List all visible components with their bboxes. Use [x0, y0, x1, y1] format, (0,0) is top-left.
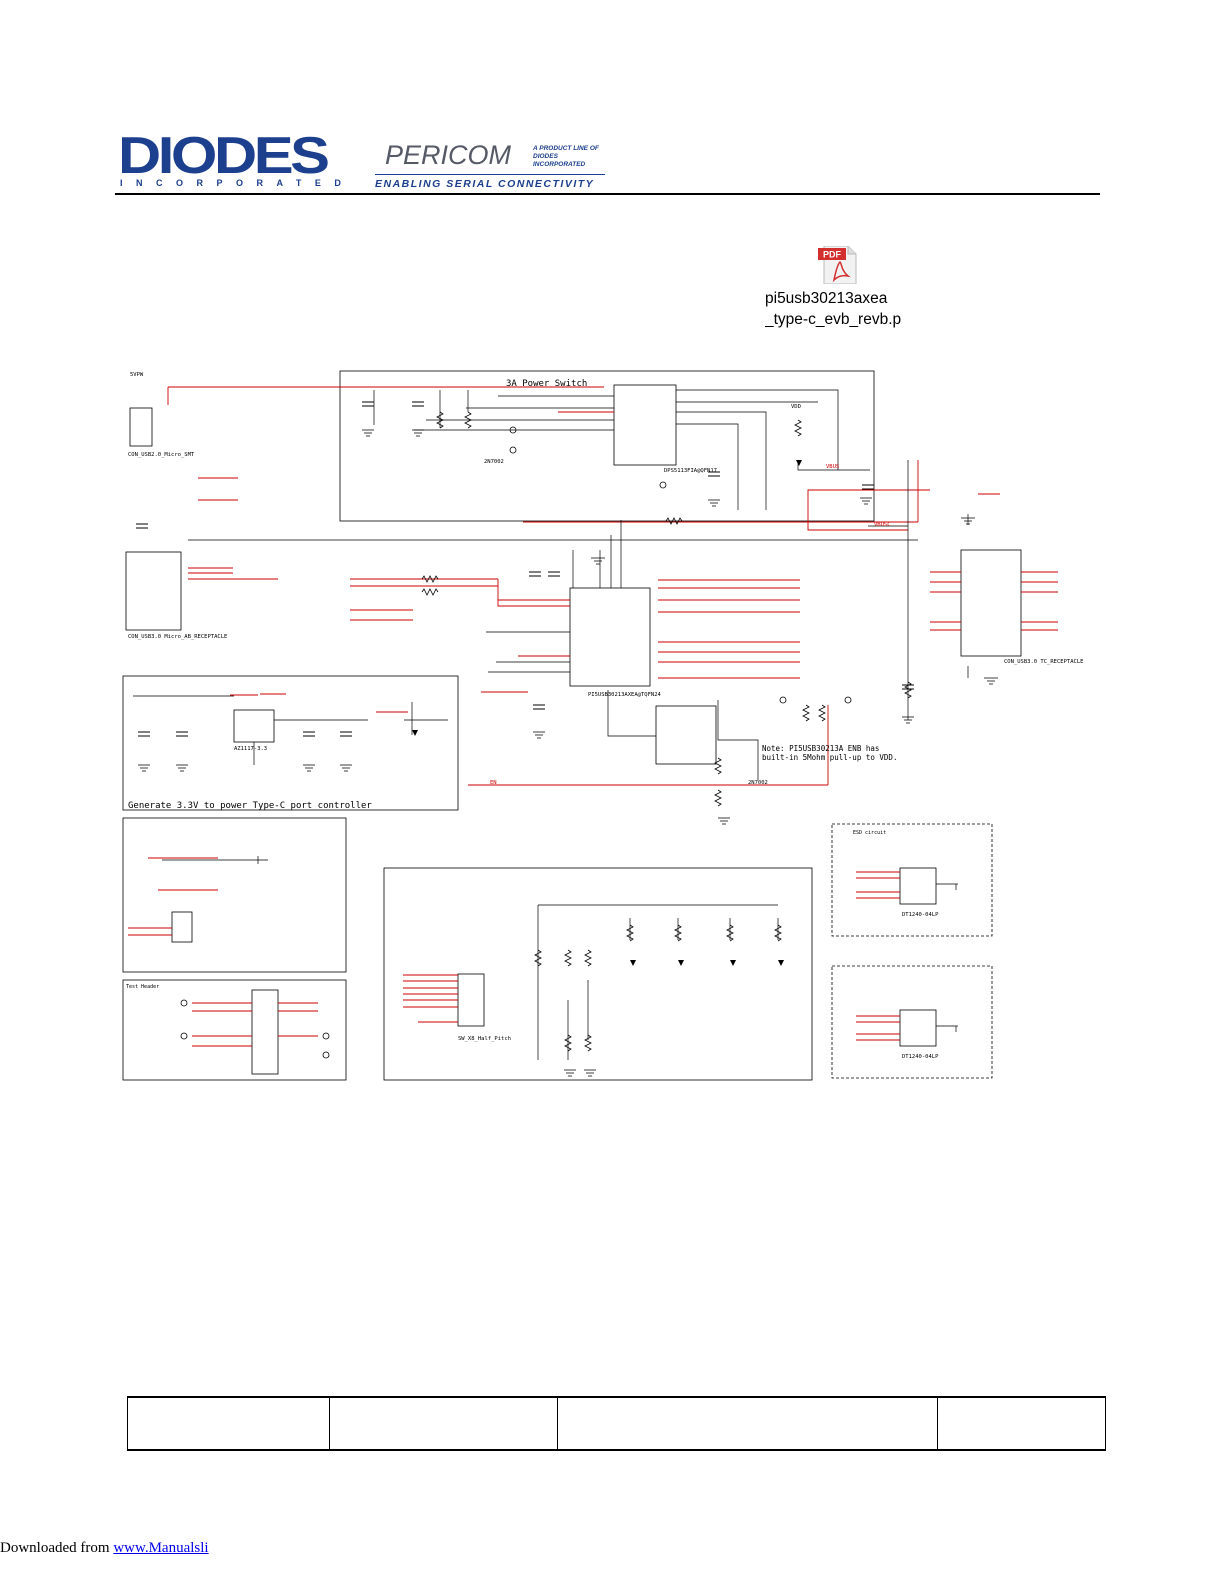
title-block-cell-3 [556, 1396, 939, 1451]
j4-part-label: CON_USB2.0_Micro_SMT [128, 452, 195, 458]
manualslib-link[interactable]: www.Manualsli [113, 1540, 209, 1556]
diodes-logo-subtitle: INCORPORATED [120, 178, 355, 188]
pericom-logo-tagline: ENABLING SERIAL CONNECTIVITY [375, 178, 595, 190]
pericom-logo: PERICOM A PRODUCT LINE OF DIODES INCORPO… [375, 140, 615, 190]
sw1-part-label: SW_X8_Half_Pitch [458, 1036, 511, 1042]
download-footer: Downloaded from www.Manualsli [0, 1540, 209, 1557]
power-switch-frame [339, 370, 875, 522]
footer-prefix: Downloaded from [0, 1540, 114, 1556]
enb-note-line2: built-in 5Mohm pull-up to VDD. [762, 753, 897, 762]
title-block-row [127, 1396, 1106, 1451]
schematic-drawing: 3A Power Switch Generate 3.3V to power T… [118, 360, 1108, 1090]
power-switch-title: 3A Power Switch [506, 379, 587, 389]
test-header-title: Test Header [126, 984, 159, 990]
switch-frame [383, 867, 813, 1081]
pdf-icon-label: PDF [823, 250, 842, 260]
title-block-cell-4 [937, 1396, 1106, 1451]
title-block-table [127, 1396, 1106, 1451]
u2-part-label: AZ1117-3.3 [234, 746, 267, 752]
q2-part-label: 2N7002 [748, 780, 768, 786]
vbus-label: VBUS [826, 464, 839, 470]
esd-frame-2 [831, 965, 993, 1079]
header-rule [115, 193, 1100, 195]
vbusc-label: VBUSC [874, 522, 891, 528]
regulator-frame [122, 675, 459, 811]
vdd-label: VDD [791, 404, 801, 410]
title-block-cell-1 [127, 1396, 330, 1451]
pdf-file-icon[interactable]: PDF [818, 245, 858, 285]
test-header-frame [122, 979, 347, 1081]
title-block-cell-2 [328, 1396, 558, 1451]
schematic-svg: 3A Power Switch Generate 3.3V to power T… [122, 370, 1083, 1081]
q1-part-label: 2N7002 [484, 459, 504, 465]
diodes-logo: DIODES INCORPORATED [118, 130, 348, 190]
j2-part-label: CON_USB3.0 Micro_AB_RECEPTACLE [128, 634, 227, 640]
pdf-file-name[interactable]: pi5usb30213axea _type-c_evb_revb.p [765, 288, 915, 330]
pericom-logo-word: PERICOM [385, 140, 512, 170]
esd-frame-1 [831, 823, 993, 937]
pdf-file-name-line1: pi5usb30213axea [765, 290, 888, 307]
pericom-logo-tag: A PRODUCT LINE OF DIODES INCORPORATED [533, 145, 599, 168]
u5-part-label: DT1240-04LP [902, 1054, 939, 1060]
5vpw-label: 5VPW [130, 372, 144, 378]
u4-part-label: DT1240-04LP [902, 912, 939, 918]
diodes-logo-word: DIODES [118, 127, 330, 185]
regulator-caption: Generate 3.3V to power Type-C port contr… [128, 801, 372, 811]
esd-title: ESD circuit [853, 830, 886, 836]
i2c-frame [122, 817, 347, 973]
enb-note-line1: Note: PI5USB30213A ENB has [762, 744, 879, 753]
u3-part-label: DPS5113FIA@QFN17 [664, 468, 717, 474]
j3-part-label: CON_USB3.0 TC_RECEPTACLE [1004, 659, 1083, 665]
u1-part-label: PI5USB30213AXEA@TQFN24 [588, 692, 662, 698]
pericom-logo-rule [375, 174, 605, 175]
pdf-file-name-line2: _type-c_evb_revb.p [765, 311, 902, 328]
en-net-label: EN [490, 780, 497, 786]
